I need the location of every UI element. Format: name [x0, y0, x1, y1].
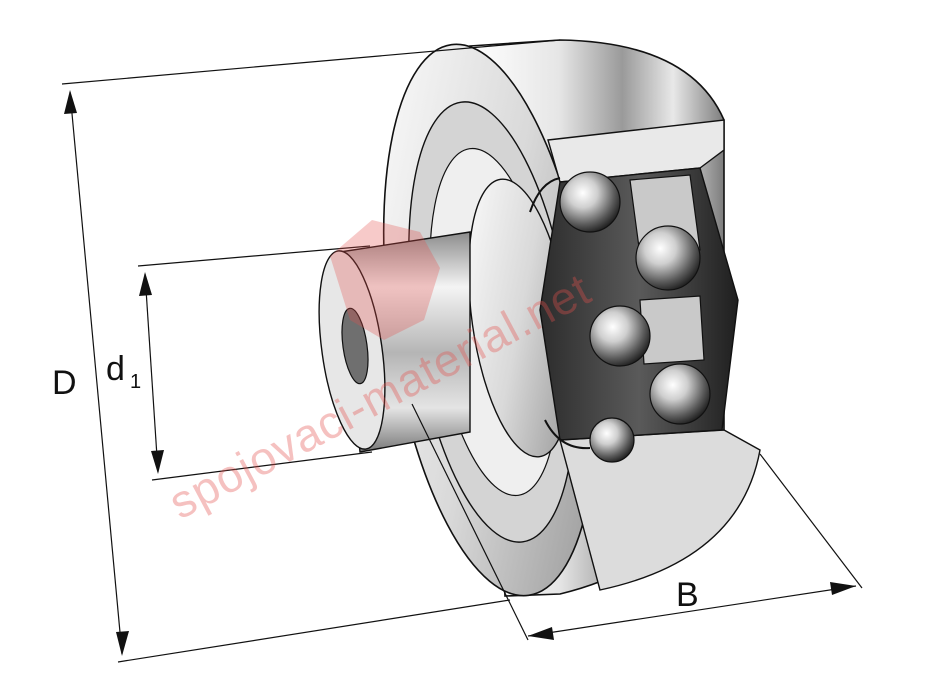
dimension-arrows: [64, 90, 856, 656]
snap-ring-bottom: [544, 419, 591, 450]
arrow-d-bottom: [116, 631, 129, 656]
watermark-logo-icon: [330, 220, 440, 340]
label-width: B: [676, 576, 699, 614]
d-outer-extension-bottom: [117, 599, 511, 663]
label-inner-diameter-subscript: 1: [130, 371, 141, 393]
ball: [589, 417, 635, 463]
label-inner-diameter: d: [106, 350, 125, 388]
ball: [589, 305, 651, 367]
shaft-bore: [341, 307, 369, 385]
b-dimension-line: [527, 585, 857, 637]
arrow-d1-bottom: [151, 450, 164, 474]
label-outer-diameter: D: [52, 364, 77, 402]
d1-extension-bottom: [151, 451, 373, 481]
bearing-body: [318, 39, 761, 597]
d-outer-extension-top: [61, 39, 561, 85]
cutaway-outer-bottom: [559, 429, 761, 591]
arrow-d-top: [64, 90, 77, 114]
ball: [635, 225, 701, 291]
b-extension-right: [759, 453, 863, 589]
arrow-d1-top: [139, 272, 152, 296]
cutaway-outer-top: [547, 119, 725, 183]
snap-ring-top: [529, 177, 561, 213]
arrow-b-left: [528, 627, 554, 640]
d-outer-dimension-line: [69, 91, 123, 655]
b-extension-left: [411, 403, 529, 641]
arrow-b-right: [830, 582, 856, 595]
ball: [649, 363, 711, 425]
dimension-lines: [61, 39, 863, 663]
ball: [559, 171, 621, 233]
d1-dimension-line: [144, 273, 159, 473]
d1-extension-top: [137, 245, 371, 267]
